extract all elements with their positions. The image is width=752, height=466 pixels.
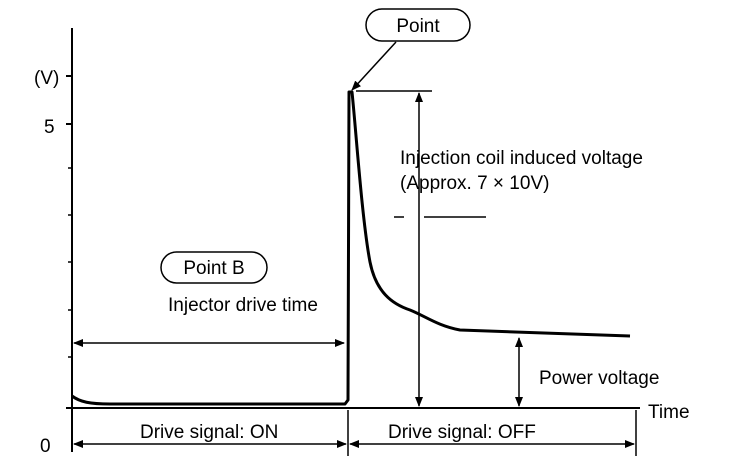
point-callout-arrow — [351, 41, 397, 91]
x-axis-label: Time — [648, 402, 690, 423]
drive-signal-on-label: Drive signal: ON — [140, 422, 278, 443]
coil-voltage-label-line2: (Approx. 7 × 10V) — [400, 173, 549, 194]
coil-voltage-label-line1: Injection coil induced voltage — [400, 148, 643, 169]
voltage-waveform — [71, 90, 631, 406]
origin-label: 0 — [40, 436, 51, 457]
point-b-callout-label: Point B — [183, 258, 244, 279]
y-unit-label: (V) — [34, 68, 59, 89]
y-tick-5-label: 5 — [44, 117, 55, 138]
point-callout-label: Point — [396, 16, 440, 37]
power-voltage-label: Power voltage — [539, 368, 659, 389]
injector-drive-time-label: Injector drive time — [168, 295, 318, 316]
drive-signal-off-label: Drive signal: OFF — [388, 422, 536, 443]
point-callout-box — [365, 8, 471, 42]
point-b-callout-box — [160, 251, 268, 284]
